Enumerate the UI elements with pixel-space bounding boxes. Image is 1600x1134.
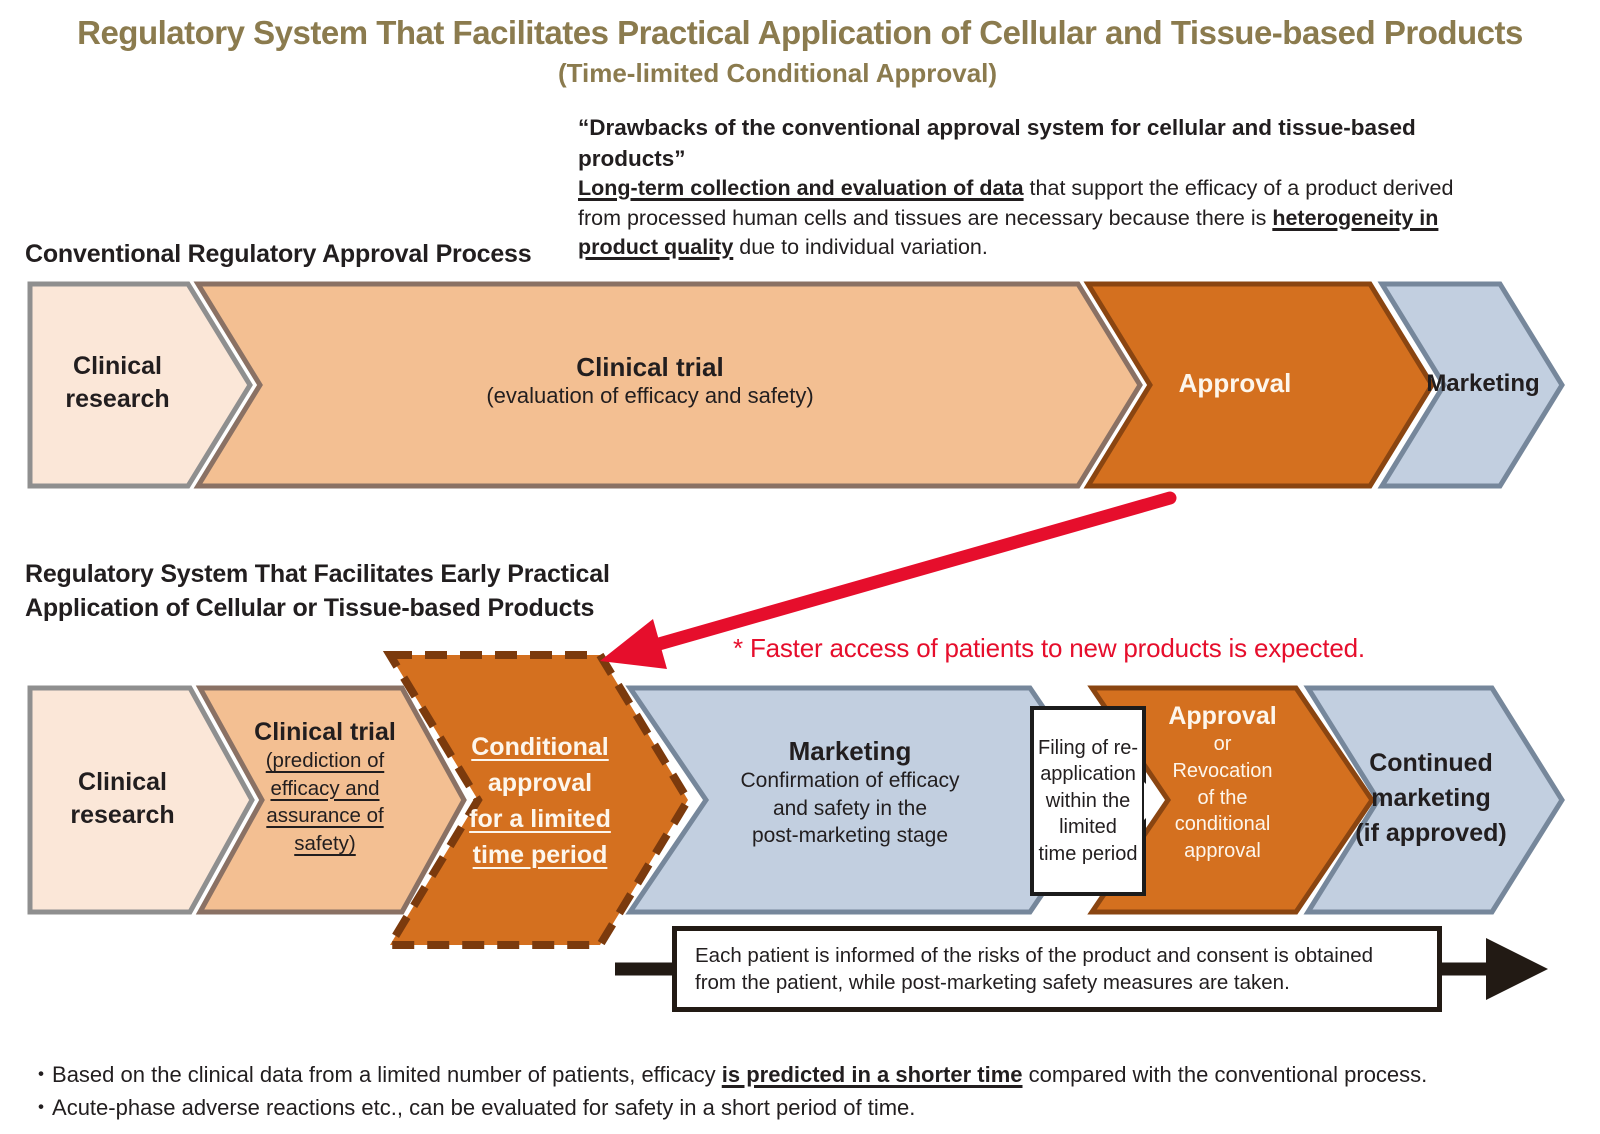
- early-clinical-trial-title: Clinical trial: [254, 718, 396, 746]
- continued-marketing-label: Continued marketing (if approved): [1355, 749, 1507, 847]
- timeline-arrow-head-icon: [1486, 938, 1548, 1000]
- drawbacks-body: Long-term collection and evaluation of d…: [578, 174, 1493, 263]
- conventional-process-heading: Conventional Regulatory Approval Process: [25, 240, 532, 268]
- footnote-1-post: compared with the conventional process.: [1022, 1062, 1428, 1087]
- footnotes: ・Based on the clinical data from a limit…: [30, 1058, 1590, 1124]
- conditional-approval-line4: time period: [472, 841, 608, 869]
- early-marketing-title: Marketing: [788, 736, 912, 766]
- early-clinical-trial-label: Clinical trial (prediction of efficacy a…: [230, 718, 420, 858]
- footnote-2-bullet-icon: ・: [30, 1095, 53, 1120]
- conventional-clinical-trial-label: Clinical trial (evaluation of efficacy a…: [300, 352, 1000, 409]
- early-approval-label: Approval or Revocation of the conditiona…: [1130, 702, 1315, 865]
- footnote-1: ・Based on the clinical data from a limit…: [30, 1058, 1590, 1091]
- conventional-approval-arrow: [1083, 281, 1435, 489]
- drawbacks-text-2: due to individual variation.: [733, 235, 988, 260]
- conditional-approval-line1: Conditional: [471, 733, 609, 761]
- patient-consent-box: Each patient is informed of the risks of…: [672, 926, 1442, 1012]
- page-subtitle: (Time-limited Conditional Approval): [557, 58, 998, 88]
- conventional-clinical-trial-sub: (evaluation of efficacy and safety): [486, 383, 814, 408]
- conventional-clinical-trial-arrow: [193, 281, 1143, 489]
- footnote-1-bullet-icon: ・: [30, 1062, 53, 1087]
- conventional-marketing-label: Marketing: [1426, 370, 1540, 397]
- drawbacks-text-1: that support the efficacy of a product d…: [578, 176, 1454, 230]
- conventional-clinical-trial-title: Clinical trial: [576, 352, 724, 382]
- conditional-approval-arrow: [382, 651, 693, 949]
- faster-access-note: * Faster access of patients to new produ…: [733, 633, 1365, 663]
- early-approval-arrow: [1087, 685, 1376, 915]
- drawbacks-underline-1: Long-term collection and evaluation of d…: [578, 176, 1024, 201]
- early-clinical-research-label: Clinical research: [70, 768, 175, 829]
- footnote-2: ・Acute-phase adverse reactions etc., can…: [30, 1091, 1590, 1124]
- page-title: Regulatory System That Facilitates Pract…: [77, 14, 1523, 51]
- filing-reapplication-box: Filing of re- application within the lim…: [1030, 706, 1146, 896]
- conventional-marketing-arrow: [1377, 281, 1565, 489]
- drawbacks-block: “Drawbacks of the conventional approval …: [578, 112, 1493, 263]
- early-clinical-trial-arrow: [195, 685, 467, 915]
- conditional-approval-label: Conditional approval for a limited time …: [425, 729, 655, 873]
- patient-consent-text: Each patient is informed of the risks of…: [695, 943, 1374, 994]
- conventional-clinical-research-label: Clinical research: [65, 352, 170, 413]
- continued-marketing-arrow: [1303, 685, 1565, 915]
- conventional-approval-label: Approval: [1178, 368, 1292, 398]
- drawbacks-heading: “Drawbacks of the conventional approval …: [578, 115, 1416, 172]
- red-arrow-line: [645, 491, 1177, 653]
- early-clinical-trial-sub: (prediction of efficacy and assurance of…: [265, 749, 385, 856]
- early-marketing-arrow: [625, 685, 1110, 915]
- early-approval-title: Approval: [1168, 702, 1277, 730]
- red-arrow-head-icon: [600, 619, 667, 669]
- early-marketing-label: Marketing Confirmation of efficacy and s…: [690, 736, 1010, 850]
- conventional-clinical-research-arrow: [27, 281, 253, 489]
- conditional-approval-line2: approval: [487, 769, 593, 797]
- early-approval-sub: or Revocation of the conditional approva…: [1172, 733, 1273, 863]
- footnote-2-text: Acute-phase adverse reactions etc., can …: [52, 1095, 916, 1120]
- early-clinical-research-arrow: [27, 685, 255, 915]
- early-marketing-sub: Confirmation of efficacy and safety in t…: [740, 769, 960, 848]
- conditional-approval-line3: for a limited: [469, 805, 611, 833]
- footnote-1-pre: Based on the clinical data from a limite…: [52, 1062, 722, 1087]
- early-system-heading: Regulatory System That Facilitates Early…: [25, 560, 610, 622]
- drawbacks-underline-2: heterogeneity in product quality: [578, 205, 1439, 260]
- footnote-1-strong: is predicted in a shorter time: [721, 1062, 1023, 1087]
- filing-chevron-icon: [1144, 782, 1163, 820]
